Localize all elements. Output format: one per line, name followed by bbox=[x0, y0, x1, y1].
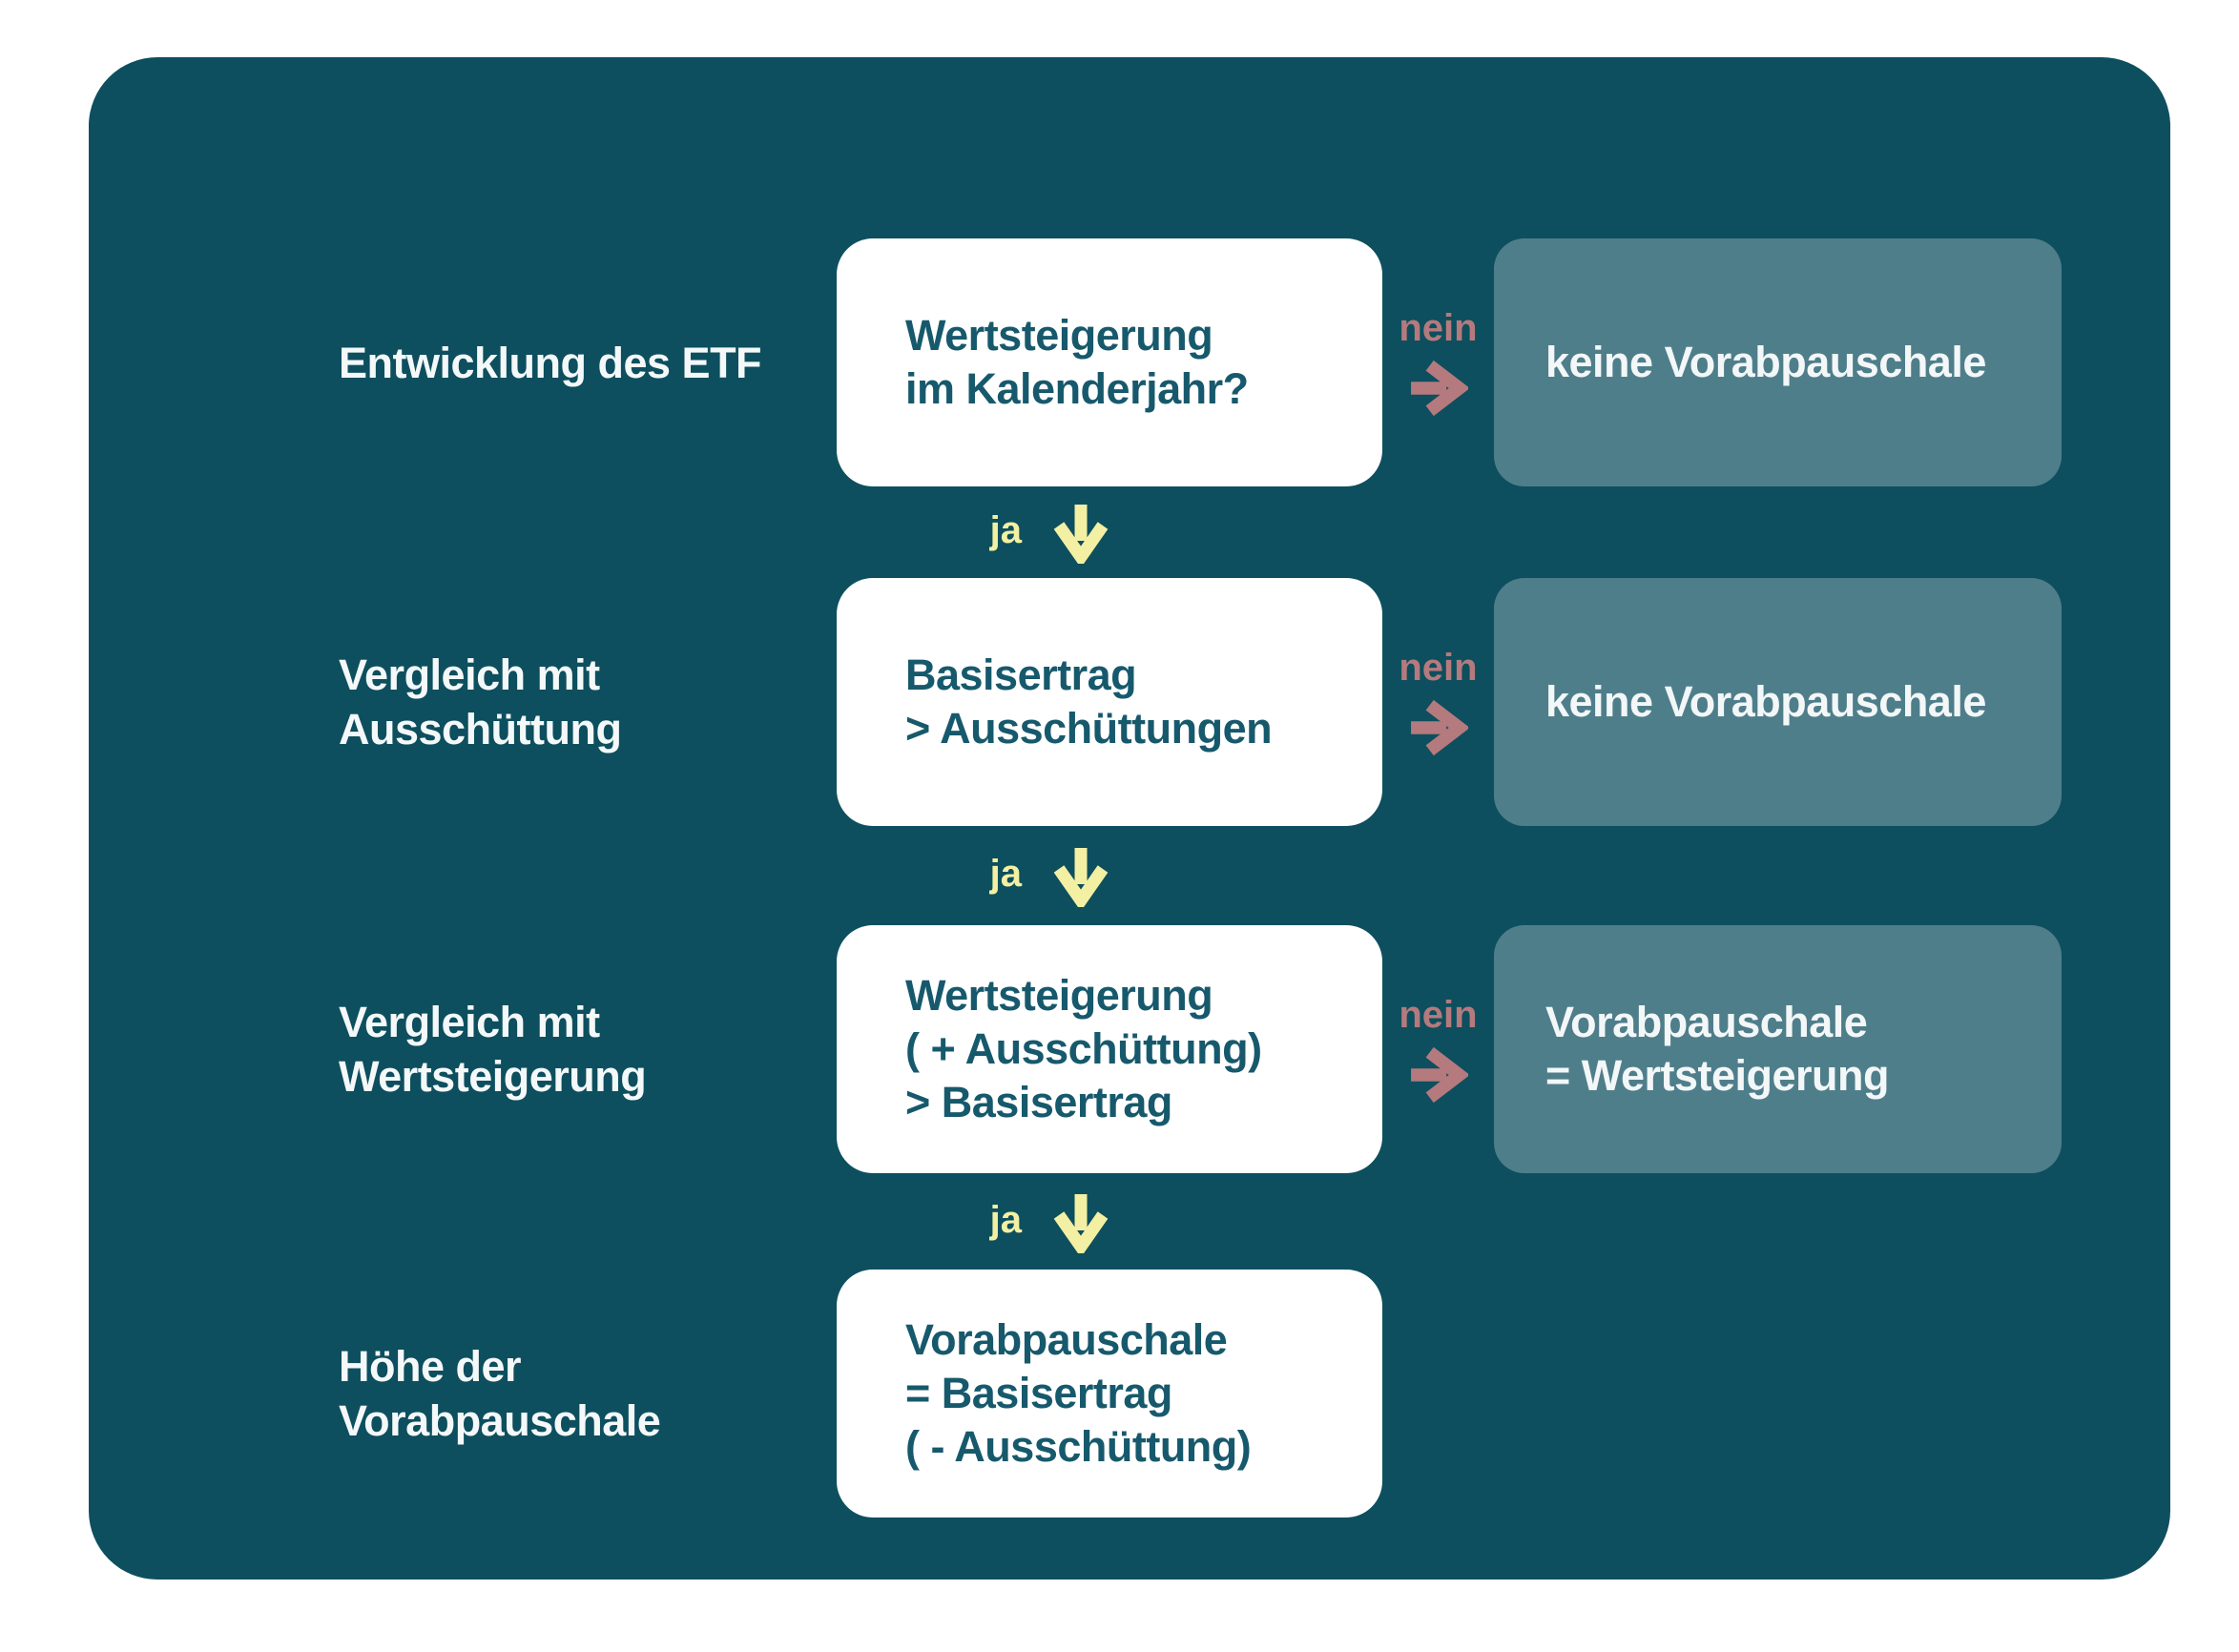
row-label-line: Wertsteigerung bbox=[339, 1052, 647, 1101]
question-line: Basisertrag bbox=[905, 650, 1137, 699]
row-label-vergleich-ausschuettung: Vergleich mit Ausschüttung bbox=[339, 578, 816, 826]
result-line: = Wertsteigerung bbox=[1545, 1051, 1890, 1100]
question-line: im Kalenderjahr? bbox=[905, 364, 1249, 413]
yes-label: ja bbox=[989, 1198, 1022, 1241]
right-arrow-icon bbox=[1410, 699, 1468, 756]
question-line: Vorabpauschale bbox=[905, 1315, 1228, 1364]
row-label-etf-entwicklung: Entwicklung des ETF bbox=[339, 238, 816, 486]
question-line: ( - Ausschüttung) bbox=[905, 1422, 1252, 1471]
row-label-line: Vergleich mit bbox=[339, 650, 600, 699]
no-connector-row1: nein bbox=[1382, 238, 1494, 486]
result-line: keine Vorabpauschale bbox=[1545, 338, 1986, 386]
no-connector-row2: nein bbox=[1382, 578, 1494, 826]
down-arrow-icon bbox=[1053, 848, 1109, 907]
no-connector-row3: nein bbox=[1382, 925, 1494, 1173]
question-line: Wertsteigerung bbox=[905, 971, 1213, 1020]
result-card-keine-vorabpauschale-1: keine Vorabpauschale bbox=[1494, 238, 2062, 486]
row-label-hoehe-vorabpauschale: Höhe der Vorabpauschale bbox=[339, 1270, 816, 1518]
result-line: Vorabpauschale bbox=[1545, 998, 1868, 1046]
yes-connector-row3: ja bbox=[837, 1175, 1109, 1270]
yes-connector-row1: ja bbox=[837, 488, 1109, 578]
right-arrow-icon bbox=[1410, 360, 1468, 417]
flowchart-panel: Entwicklung des ETF Wertsteigerung im Ka… bbox=[89, 57, 2170, 1580]
question-line: > Ausschüttungen bbox=[905, 704, 1273, 753]
row-label-line: Vorabpauschale bbox=[339, 1396, 661, 1445]
no-label: nein bbox=[1399, 994, 1478, 1036]
row-label-line: Vergleich mit bbox=[339, 998, 600, 1046]
yes-label: ja bbox=[989, 509, 1022, 551]
no-label: nein bbox=[1399, 307, 1478, 349]
down-arrow-icon bbox=[1053, 505, 1109, 564]
question-card-vorabpauschale-formel: Vorabpauschale = Basisertrag ( - Ausschü… bbox=[837, 1270, 1382, 1518]
row-label-line: Entwicklung des ETF bbox=[339, 338, 762, 387]
no-label: nein bbox=[1399, 647, 1478, 689]
question-card-wertsteigerung-basisertrag: Wertsteigerung ( + Ausschüttung) > Basis… bbox=[837, 925, 1382, 1173]
yes-connector-row2: ja bbox=[837, 828, 1109, 925]
result-line: keine Vorabpauschale bbox=[1545, 677, 1986, 726]
result-card-vorabpauschale-wertsteigerung: Vorabpauschale = Wertsteigerung bbox=[1494, 925, 2062, 1173]
down-arrow-icon bbox=[1053, 1193, 1109, 1253]
question-line: = Basisertrag bbox=[905, 1369, 1172, 1417]
question-line: Wertsteigerung bbox=[905, 311, 1213, 360]
result-card-keine-vorabpauschale-2: keine Vorabpauschale bbox=[1494, 578, 2062, 826]
yes-label: ja bbox=[989, 853, 1022, 895]
question-line: ( + Ausschüttung) bbox=[905, 1024, 1262, 1073]
question-card-wertsteigerung-kalenderjahr: Wertsteigerung im Kalenderjahr? bbox=[837, 238, 1382, 486]
row-label-line: Ausschüttung bbox=[339, 705, 622, 754]
question-card-basisertrag-ausschuettungen: Basisertrag > Ausschüttungen bbox=[837, 578, 1382, 826]
right-arrow-icon bbox=[1410, 1046, 1468, 1104]
question-line: > Basisertrag bbox=[905, 1078, 1172, 1126]
row-label-line: Höhe der bbox=[339, 1342, 522, 1391]
row-label-vergleich-wertsteigerung: Vergleich mit Wertsteigerung bbox=[339, 925, 816, 1173]
